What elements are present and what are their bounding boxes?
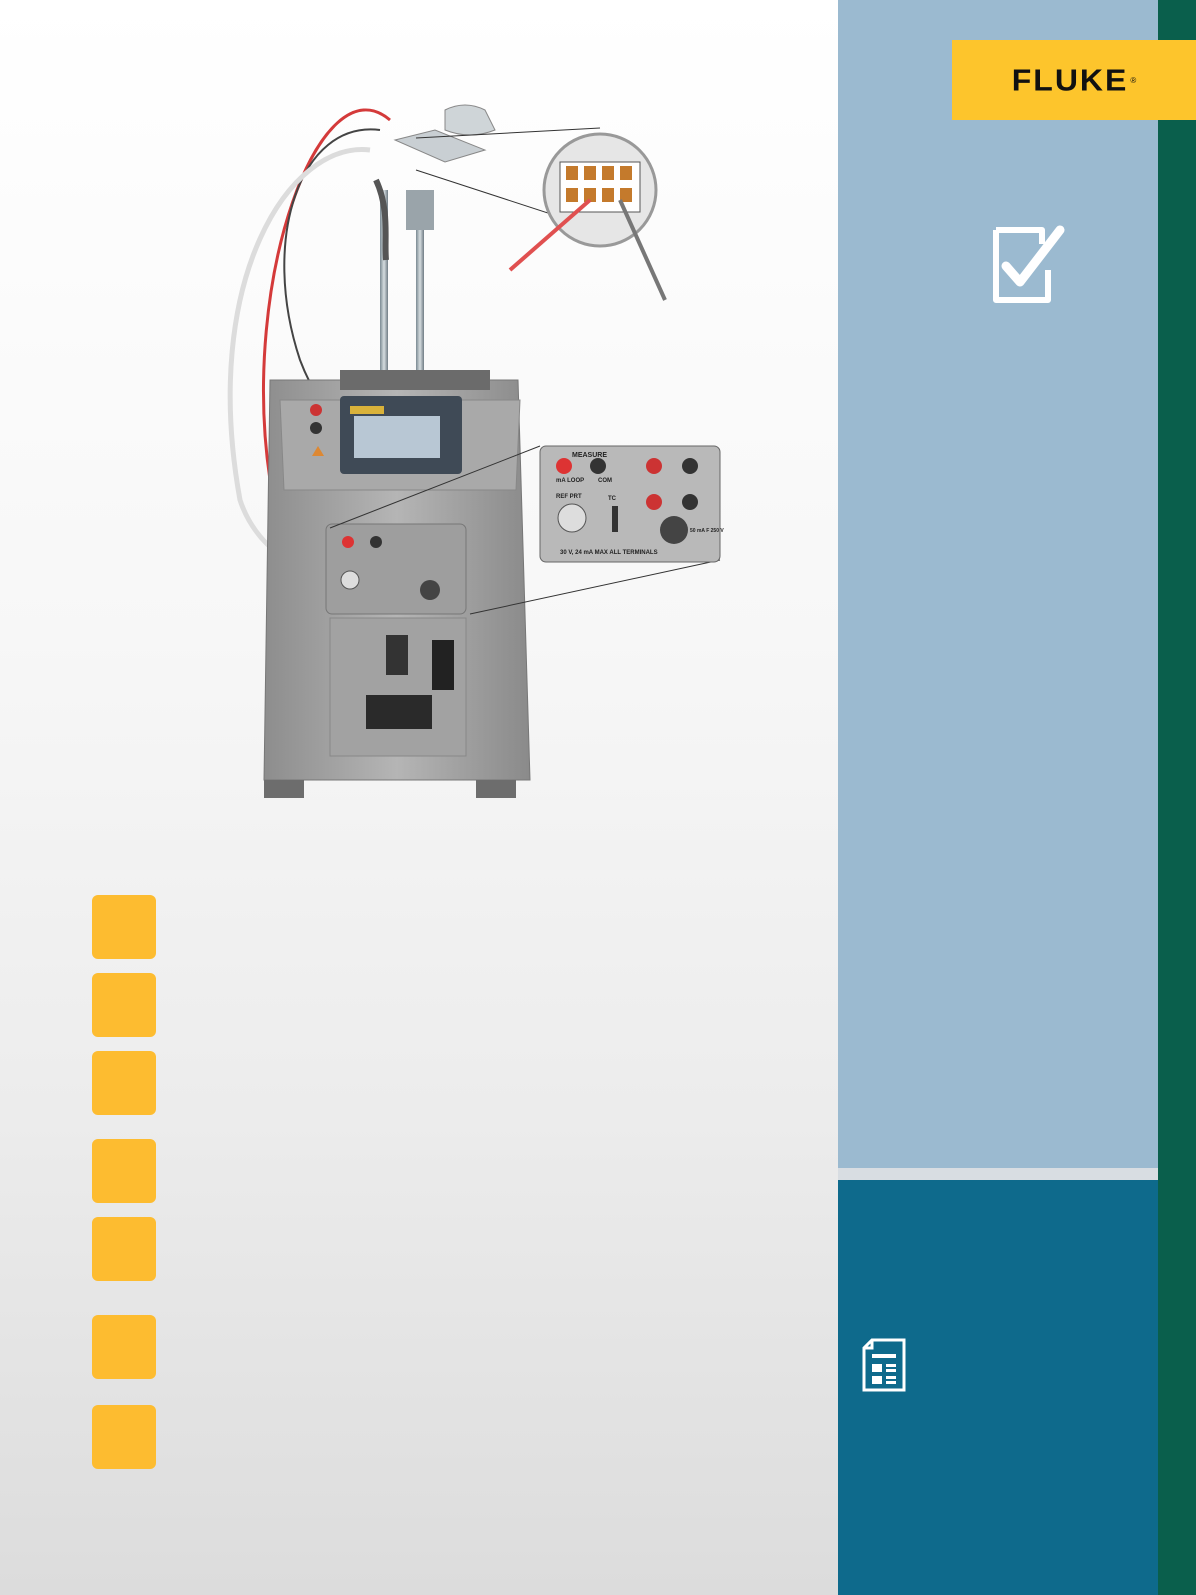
callout-tc-label: TC [608, 496, 617, 502]
document-icon [862, 1338, 906, 1392]
fluke-logo: FLUKE ® [952, 40, 1196, 120]
step-box-4 [92, 1139, 156, 1203]
logo-registered-mark: ® [1130, 75, 1137, 85]
step-box-6 [92, 1315, 156, 1379]
callout-warning-label: 30 V, 24 mA MAX ALL TERMINALS [560, 550, 658, 556]
callout-measure-label: MEASURE [572, 452, 607, 459]
edge-green-strip [1158, 0, 1196, 1595]
calibrator-illustration: MEASURE mA LOOP COM REF PRT TC 50 mA F 2… [227, 104, 724, 798]
sidebar-panel-light [838, 0, 1158, 1168]
sidebar-panel-dark [838, 1180, 1158, 1595]
step-box-7 [92, 1405, 156, 1469]
checklist-icon [993, 225, 1065, 303]
sidebar-divider [838, 1168, 1158, 1180]
callout-fuse-label: 50 mA F 250 V [690, 528, 724, 534]
callout-ma-loop-label: mA LOOP [556, 478, 584, 484]
step-box-5 [92, 1217, 156, 1281]
callout-com-label: COM [598, 478, 612, 484]
step-box-2 [92, 973, 156, 1037]
step-box-3 [92, 1051, 156, 1115]
logo-text: FLUKE [1011, 62, 1129, 97]
step-box-1 [92, 895, 156, 959]
callout-ref-prt-label: REF PRT [556, 494, 582, 500]
